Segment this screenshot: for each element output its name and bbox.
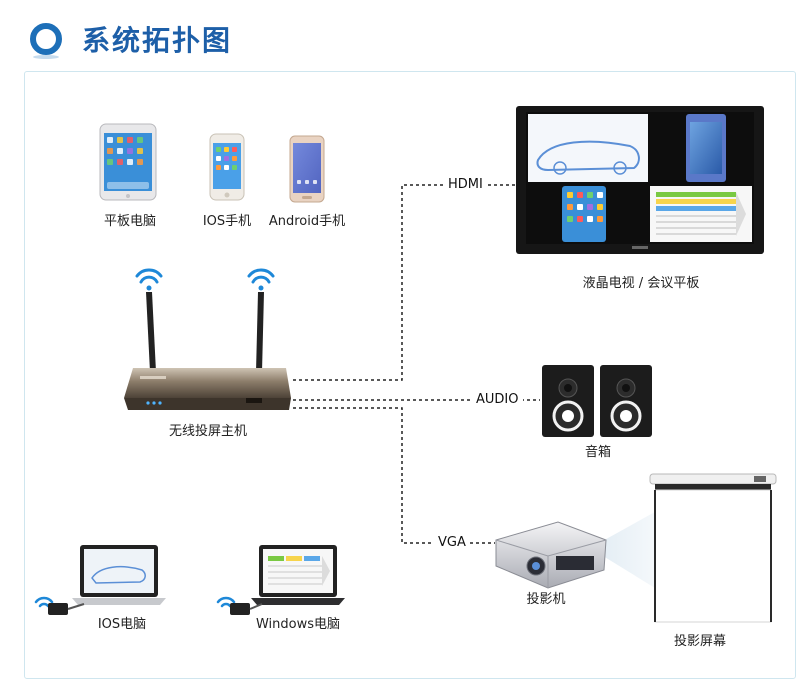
laptop-icon [251,545,345,605]
wifi-icon [135,268,163,291]
laptop-icon [72,545,166,605]
tv-icon [516,106,764,254]
tablet-icon [99,123,157,201]
windows-pc-label: Windows电脑 [255,617,341,632]
diagram-frame [24,71,796,679]
connection-lines [293,184,540,544]
tablet-label: 平板电脑 [103,214,156,229]
vga-label: VGA [434,535,470,550]
android-phone-label: Android手机 [268,214,346,229]
audio-label: AUDIO [472,392,523,407]
phone-icon [289,135,325,203]
dongle-icon [216,596,263,615]
router-icon [124,292,291,410]
ios-pc-label: IOS电脑 [97,617,147,632]
host-label: 无线投屏主机 [168,424,247,439]
speaker-icon [542,365,594,437]
speaker-icon [600,365,652,437]
tv-label: 液晶电视 / 会议平板 [582,276,700,291]
header: 系统拓扑图 [30,14,232,64]
hdmi-label: HDMI [444,177,487,192]
speakers-label: 音箱 [584,445,611,460]
ios-phone-label: IOS手机 [202,214,252,229]
ring-icon [30,23,62,59]
dongle-icon [34,596,85,615]
wifi-icon [247,268,275,291]
screen-icon [649,473,777,623]
page-title: 系统拓扑图 [82,24,233,57]
projector-icon [495,521,607,589]
projection-beam [590,508,668,596]
projector-label: 投影机 [526,592,566,607]
screen-label: 投影屏幕 [673,634,726,649]
phone-icon [209,133,245,201]
vga-line [293,407,495,544]
